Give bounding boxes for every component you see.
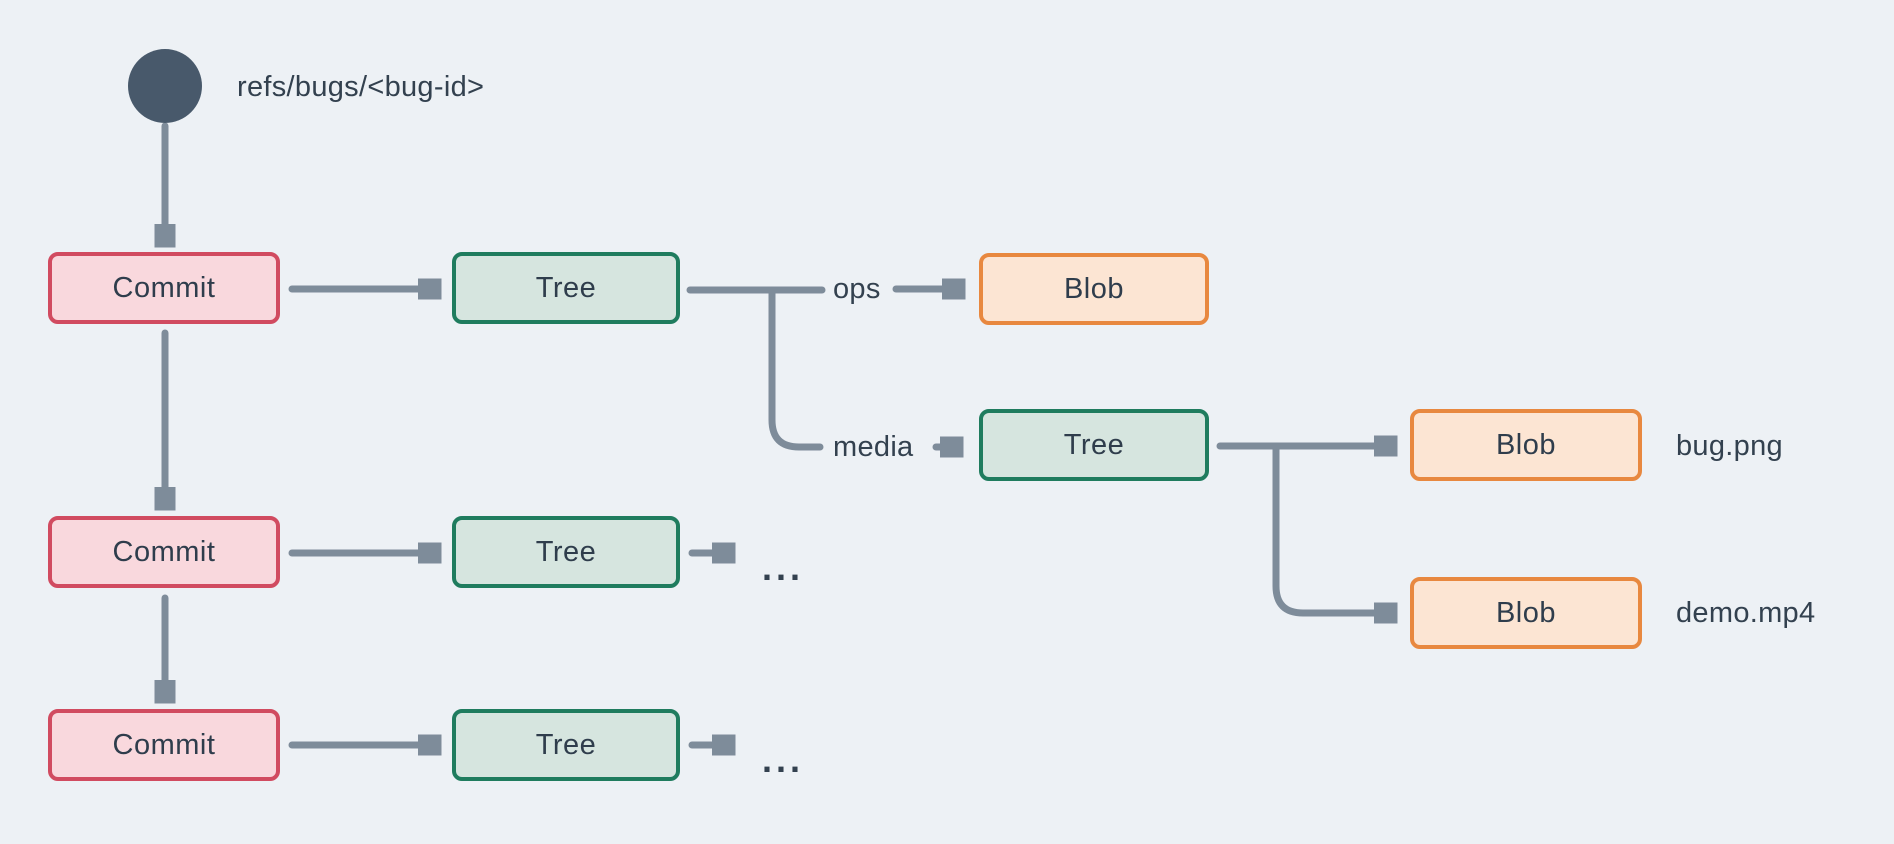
node-tree-row3: Tree: [452, 709, 680, 781]
file-label-bug-png: bug.png: [1676, 430, 1783, 462]
ref-label: refs/bugs/<bug-id>: [237, 71, 485, 103]
node-commit-3: Commit: [48, 709, 280, 781]
edge-treemedia-to-blob-demo-branch: [1272, 442, 1392, 613]
node-commit-1: Commit: [48, 252, 280, 324]
node-tree-1: Tree: [452, 252, 680, 324]
node-tree-media: Tree: [979, 409, 1209, 481]
node-blob-bug: Blob: [1410, 409, 1642, 481]
node-tree-row2: Tree: [452, 516, 680, 588]
file-label-demo-mp4: demo.mp4: [1676, 597, 1816, 629]
edge-tree1-media-branch: [768, 286, 824, 451]
node-blob-demo: Blob: [1410, 577, 1642, 649]
ref-circle: [128, 49, 202, 123]
ellipsis-row2: ...: [762, 547, 805, 588]
ellipsis-row3: ...: [762, 739, 805, 780]
node-blob-ops: Blob: [979, 253, 1209, 325]
edge-label-media: media: [833, 431, 914, 463]
node-commit-2: Commit: [48, 516, 280, 588]
edge-label-ops: ops: [833, 273, 881, 305]
